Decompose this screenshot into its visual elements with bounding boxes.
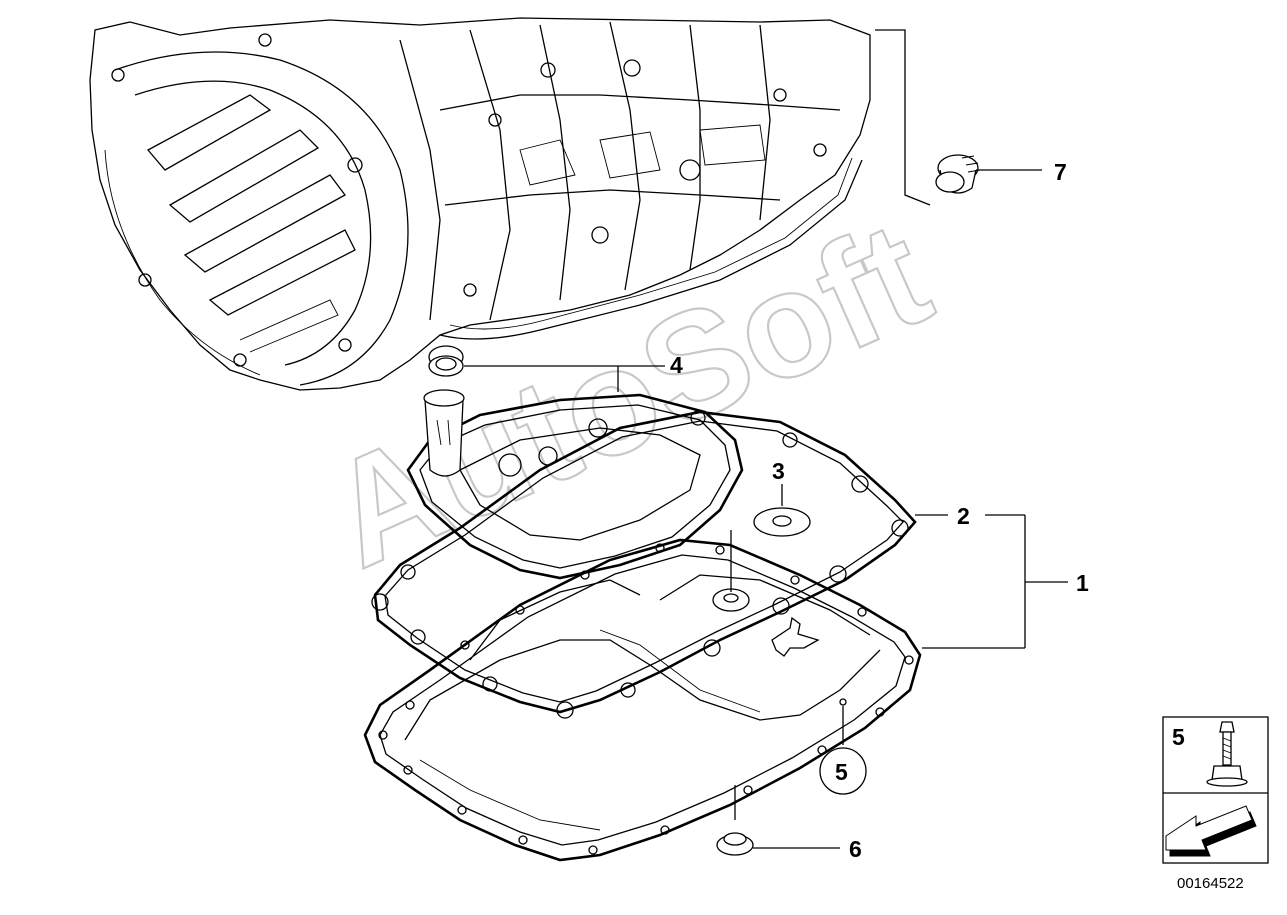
- legend-box: 5: [1162, 716, 1269, 864]
- callout-bracket-1: [922, 514, 1068, 649]
- bolt-icon: [1206, 721, 1248, 787]
- document-number: 00164522: [1177, 875, 1244, 892]
- callout-5-circle: [819, 747, 867, 795]
- arrow-icon: [1165, 805, 1257, 857]
- part-3-washer: [753, 484, 811, 537]
- callout-6: 6: [849, 836, 862, 862]
- watermark-text: AutoSoft: [305, 188, 952, 599]
- transmission-housing: [89, 17, 871, 391]
- part-2-gasket: [371, 410, 948, 719]
- part-7-plug: [875, 29, 1042, 206]
- legend-label-5: 5: [1172, 724, 1185, 750]
- callout-4: 4: [670, 352, 683, 378]
- part-4-filter: [406, 345, 744, 580]
- callout-7: 7: [1054, 159, 1067, 185]
- callout-5-circled: 5: [835, 759, 848, 785]
- callout-3: 3: [772, 458, 785, 484]
- callout-2: 2: [957, 503, 970, 529]
- callout-1: 1: [1076, 570, 1089, 596]
- part-6-drain-plug: [716, 832, 840, 856]
- part-1-oil-pan: [363, 530, 922, 862]
